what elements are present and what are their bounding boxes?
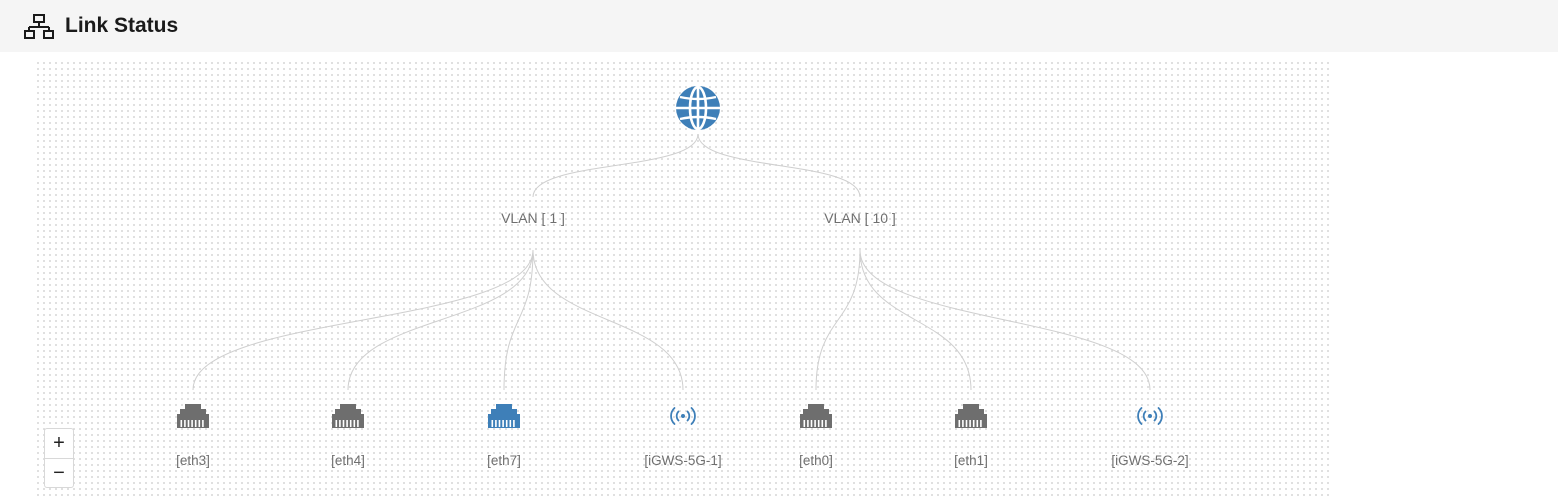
port-link [192,249,534,391]
wireless-antenna-icon[interactable] [668,406,698,426]
port-link [532,249,684,391]
page-header: Link Status [0,0,1558,52]
port-node-label: [eth3] [176,453,210,468]
ethernet-port-icon[interactable] [954,403,988,429]
vlan-node-label[interactable]: VLAN [ 10 ] [824,210,896,226]
ethernet-port-icon[interactable] [331,403,365,429]
port-node-label: [eth1] [954,453,988,468]
page-title: Link Status [65,14,179,37]
port-node-label: [iGWS-5G-2] [1111,453,1189,468]
network-icon [24,14,54,39]
port-link [859,249,1151,391]
vlan-node-label[interactable]: VLAN [ 1 ] [501,210,565,226]
port-link [815,249,861,391]
ethernet-port-icon[interactable] [799,403,833,429]
topology-canvas[interactable]: VLAN [ 1 ] VLAN [ 10 ] [eth3] [eth4] [eth7] [… [35,60,1331,496]
ethernet-port-icon[interactable] [487,403,521,429]
port-link [347,249,534,391]
root-link [697,133,861,198]
port-node-label: [iGWS-5G-1] [644,453,722,468]
wireless-antenna-icon[interactable] [1135,406,1165,426]
root-link [532,133,699,198]
globe-icon[interactable] [674,84,722,132]
ethernet-port-icon[interactable] [176,403,210,429]
port-link [859,249,972,391]
zoom-control: + − [44,428,74,488]
port-link [503,249,534,391]
port-node-label: [eth4] [331,453,365,468]
port-node-label: [eth0] [799,453,833,468]
zoom-in-button[interactable]: + [45,429,73,459]
zoom-out-button[interactable]: − [53,462,65,484]
topology-links [192,133,1151,391]
port-node-label: [eth7] [487,453,521,468]
